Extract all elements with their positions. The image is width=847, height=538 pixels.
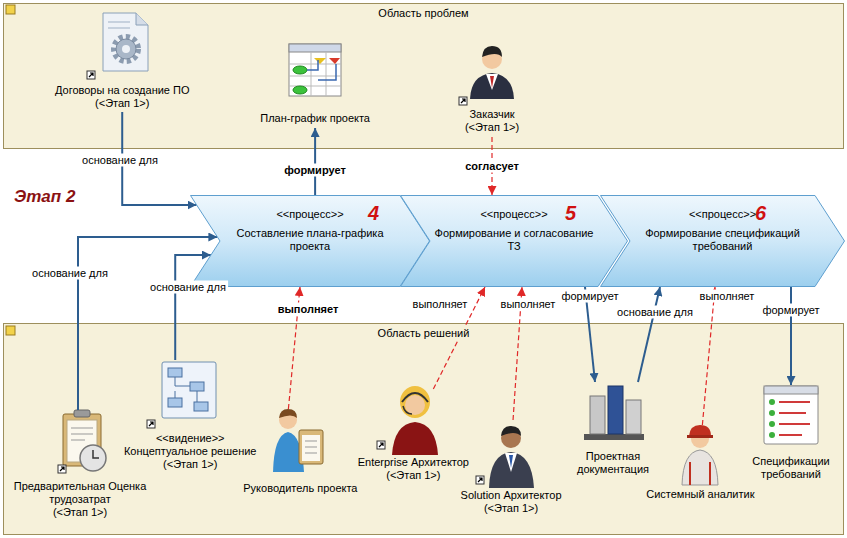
actor-node: Заказчик(<Этап 1>) [464,40,520,134]
callout-number: 4 [368,202,379,224]
node-label: Заказчик [464,108,520,121]
document-node: Спецификации требований [751,385,831,481]
actor-node: Руководитель проекта [243,405,358,495]
node-label: Договоры на создание ПО [55,84,190,97]
chevron-outline [601,196,845,287]
chevron-outline [401,196,628,287]
edge-label: согласует [463,160,521,173]
node-label: План-график проекта [260,112,370,125]
problem-area: Область проблемДоговоры на создание ПО(<… [3,3,844,149]
estimate-node: Предварительная Оценка трудозатрат(<Этап… [13,410,148,519]
node-label: (<Этап 1>) [55,97,190,110]
edge-label: выполняет [698,290,757,303]
node-label: (<Этап 1>) [13,506,148,519]
schedule-node: План-график проекта [260,42,370,125]
callout-number: 6 [755,202,766,224]
node-label: Системный аналитик [646,488,755,501]
edge-label: формирует [282,164,348,177]
process-name: Формирование спецификаций требований [634,227,811,253]
node-label: Enterprise Архитектор [357,456,469,469]
edge-label: выполняет [499,298,558,311]
actor-node: Enterprise Архитектор(<Этап 1>) [357,385,469,482]
area-title: Область проблем [375,7,471,20]
edge-label: основание для [30,267,110,280]
actor-node: Системный аналитик [646,425,755,501]
contract-node: Договоры на создание ПО(<Этап 1>) [55,12,190,110]
node-label: Спецификации требований [751,455,831,481]
node-label: (<Этап 1>) [461,502,562,515]
area-title: Область решений [375,327,473,340]
node-label: Руководитель проекта [243,482,358,495]
edge-label: выполняет [411,298,470,311]
process-chevron: <<процесс>>Составление плана-графика про… [190,195,430,287]
node-label: (<Этап 1>) [357,469,469,482]
chevron-outline [191,196,430,287]
node-label: Предварительная Оценка трудозатрат [13,480,148,506]
stereotype: <<процесс>> [634,208,811,221]
callout-number: 5 [565,202,576,224]
node-label: Solution Архитектор [461,489,562,502]
edge-label: основание для [148,281,228,294]
vision-node: <<видение>>Концептуальное решение(<Этап … [124,360,257,471]
actor-node: Solution Архитектор(<Этап 1>) [461,418,562,515]
edge-label: выполняет [276,303,341,316]
process-name: Формирование и согласование ТЗ [434,227,594,253]
node-label: (<Этап 1>) [124,458,257,471]
solution-area: Область решенийПредварительная Оценка тр… [3,323,844,535]
process-name: Составление плана-графика проекта [224,227,396,253]
document-node: Проектная документация [568,382,658,476]
edge-label: формирует [559,290,620,303]
node-label: <<видение>> [124,432,257,445]
edge-label: формирует [760,304,821,317]
process-chevron: <<процесс>> Формирование спецификаций тре… [600,195,845,287]
node-label: (<Этап 1>) [464,121,520,134]
edge-label: основание для [615,306,695,319]
node-label: Концептуальное решение [124,445,257,458]
edge-label: основание для [80,154,160,167]
process-chevron: <<процесс>>Формирование и согласование Т… [400,195,628,287]
stage-title: Этап 2 [14,187,75,207]
node-label: Проектная документация [568,450,658,476]
